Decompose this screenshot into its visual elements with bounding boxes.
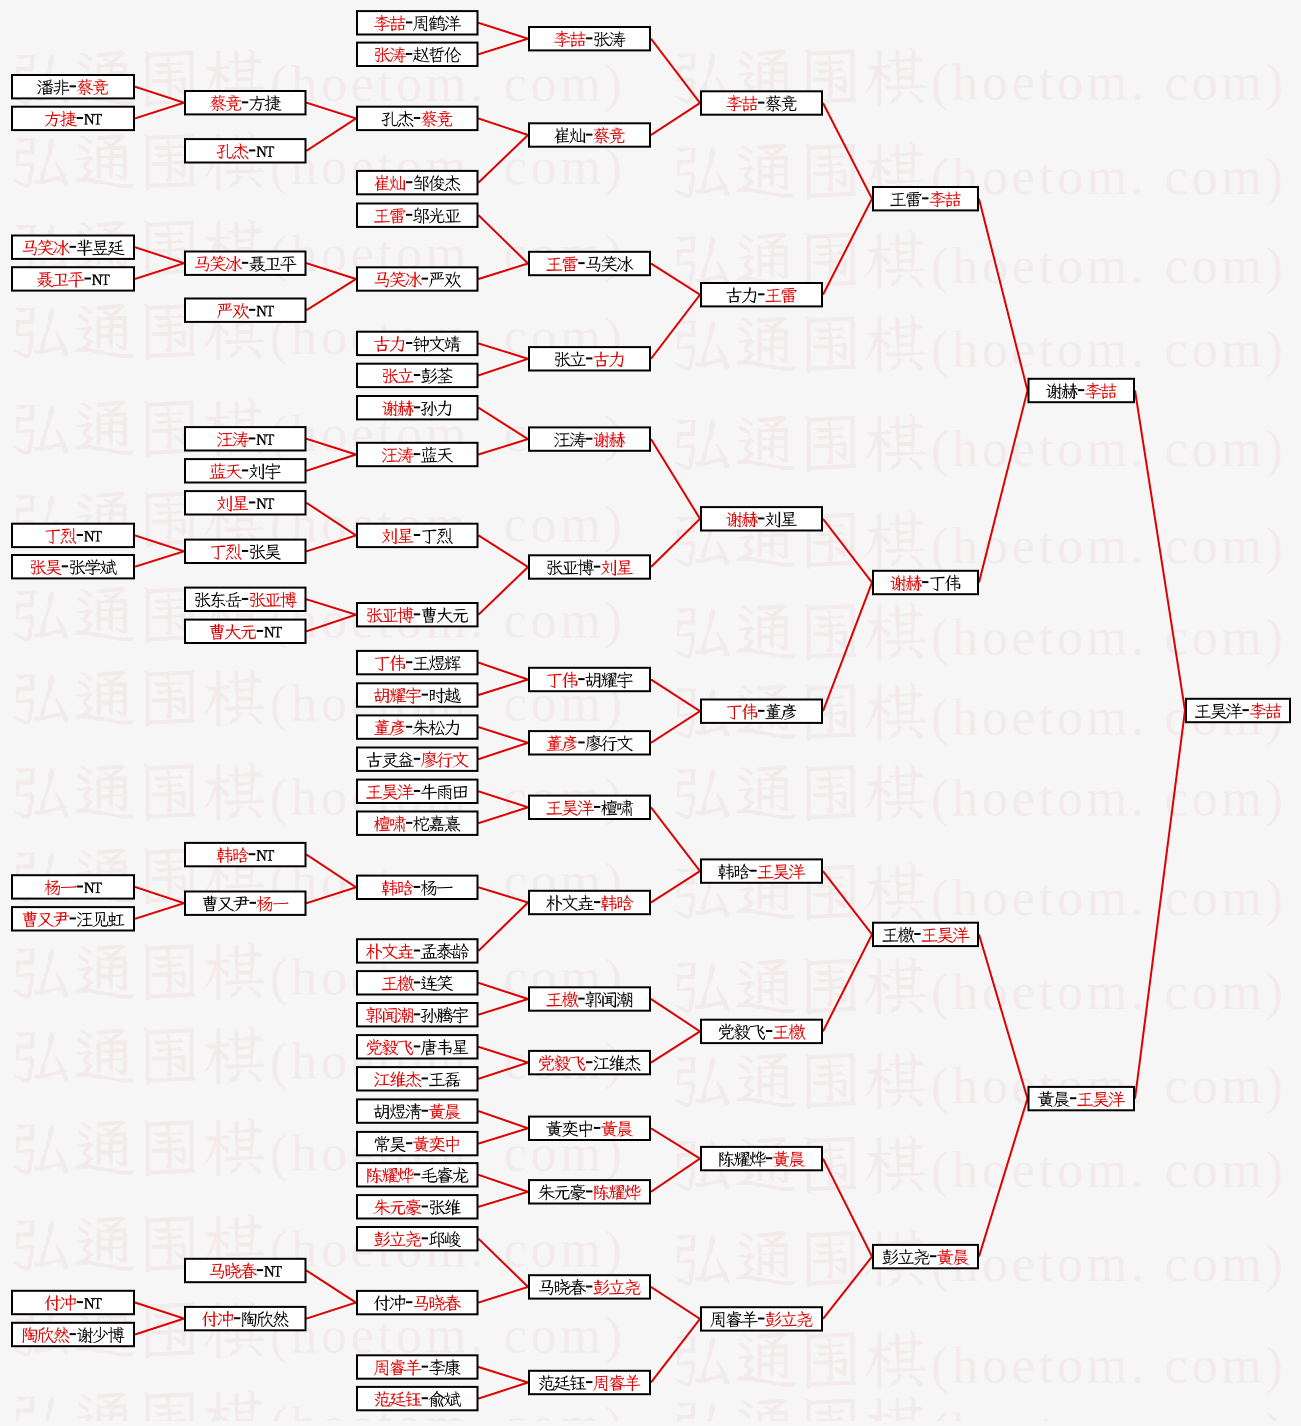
svg-text:(hoetom. com): (hoetom. com): [931, 1236, 1283, 1293]
svg-text:(hoetom. com): (hoetom. com): [931, 1404, 1283, 1421]
svg-text:(hoetom. com): (hoetom. com): [931, 518, 1283, 575]
svg-text:(hoetom. com): (hoetom. com): [931, 238, 1283, 295]
svg-text:(hoetom. com): (hoetom. com): [931, 55, 1283, 112]
svg-text:(hoetom. com): (hoetom. com): [931, 1338, 1283, 1395]
svg-text:(hoetom. com): (hoetom. com): [931, 421, 1283, 478]
svg-text:(hoetom. com): (hoetom. com): [931, 322, 1283, 379]
svg-text:(hoetom. com): (hoetom. com): [931, 609, 1283, 666]
svg-text:(hoetom. com): (hoetom. com): [931, 870, 1283, 927]
svg-text:(hoetom. com): (hoetom. com): [931, 770, 1283, 827]
svg-text:(hoetom. com): (hoetom. com): [931, 149, 1283, 206]
svg-text:(hoetom. com): (hoetom. com): [931, 1142, 1283, 1199]
svg-text:(hoetom. com): (hoetom. com): [931, 964, 1283, 1021]
